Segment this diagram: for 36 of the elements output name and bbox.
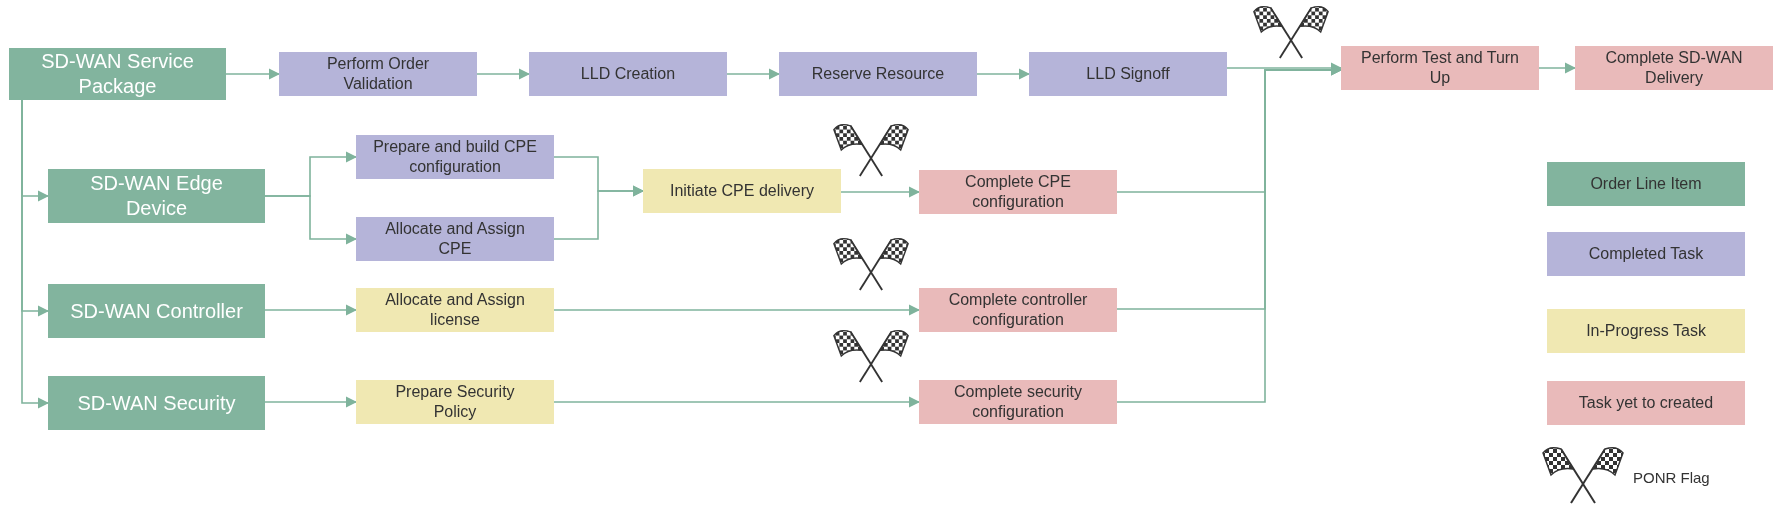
order-line-item-box: SD-WAN Edge Device — [48, 169, 265, 223]
task-box: Complete SD-WAN Delivery — [1575, 46, 1773, 90]
order-line-item-box: SD-WAN Service Package — [9, 48, 226, 100]
arrow — [553, 185, 645, 240]
legend-swatch: In-Progress Task — [1547, 309, 1745, 353]
task-box: Allocate and Assign CPE — [356, 217, 554, 261]
task-box: Prepare Security Policy — [356, 380, 554, 424]
order-line-item-box: SD-WAN Security — [48, 376, 265, 430]
arrow — [976, 68, 1031, 80]
task-box: Complete CPE configuration — [919, 170, 1117, 214]
legend-swatch: Task yet to created — [1547, 381, 1745, 425]
task-box: Reserve Resource — [779, 52, 977, 96]
arrow — [553, 396, 921, 408]
order-line-item-box: SD-WAN Controller — [48, 284, 265, 338]
arrow — [476, 68, 531, 80]
legend-label: PONR Flag — [1633, 468, 1710, 488]
arrow — [264, 396, 358, 408]
arrow — [225, 68, 281, 80]
task-box: Initiate CPE delivery — [643, 169, 841, 213]
task-box: Allocate and Assign license — [356, 288, 554, 332]
task-box: Complete security configuration — [919, 380, 1117, 424]
task-box: LLD Signoff — [1029, 52, 1227, 96]
legend-swatch: Completed Task — [1547, 232, 1745, 276]
task-box: Perform Order Validation — [279, 52, 477, 96]
task-box: Perform Test and Turn Up — [1341, 46, 1539, 90]
arrow — [840, 186, 921, 198]
task-box: Complete controller configuration — [919, 288, 1117, 332]
arrow — [726, 68, 781, 80]
task-box: Prepare and build CPE configuration — [356, 135, 554, 179]
arrow — [264, 304, 358, 316]
legend-swatch: Order Line Item — [1547, 162, 1745, 206]
arrow — [1538, 62, 1577, 74]
arrow — [553, 304, 921, 316]
task-box: LLD Creation — [529, 52, 727, 96]
arrow — [264, 195, 358, 245]
arrow — [21, 99, 50, 409]
